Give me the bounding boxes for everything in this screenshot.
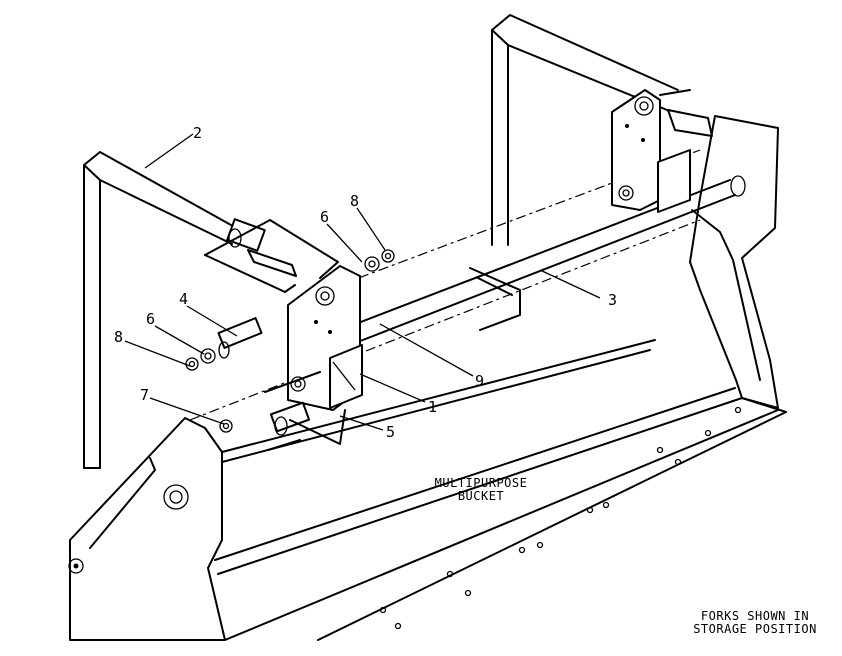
callout-5: 5 — [386, 423, 395, 441]
callout-2: 2 — [193, 124, 202, 142]
edge-bolt-holes — [379, 406, 742, 630]
callout-8-lower: 8 — [114, 328, 123, 346]
bracket-left — [287, 265, 363, 411]
callout-7: 7 — [140, 386, 149, 404]
storage-note: FORKS SHOWN IN STORAGE POSITION — [682, 610, 828, 636]
storage-note-line1: FORKS SHOWN IN — [700, 609, 810, 623]
fork-right — [491, 14, 713, 246]
callout-8-upper: 8 — [350, 192, 359, 210]
multipurpose-bucket — [68, 115, 787, 641]
bucket-label-line2: BUCKET — [457, 489, 505, 503]
callout-6-lower: 6 — [146, 310, 155, 328]
callout-1: 1 — [428, 398, 437, 416]
bucket-label: MULTIPURPOSE BUCKET — [422, 477, 540, 503]
pin-and-washers — [185, 249, 395, 451]
leader-lines — [124, 133, 601, 431]
storage-note-line2: STORAGE POSITION — [693, 622, 817, 636]
callout-9: 9 — [475, 372, 484, 390]
callout-4: 4 — [179, 290, 188, 308]
callout-6-upper: 6 — [320, 208, 329, 226]
bucket-label-line1: MULTIPURPOSE — [434, 476, 528, 490]
fork-left — [83, 151, 339, 469]
bracket-right — [611, 89, 691, 213]
callout-labels: 2 6 8 4 6 8 7 3 1 5 9 — [114, 124, 617, 441]
callout-3: 3 — [608, 291, 617, 309]
